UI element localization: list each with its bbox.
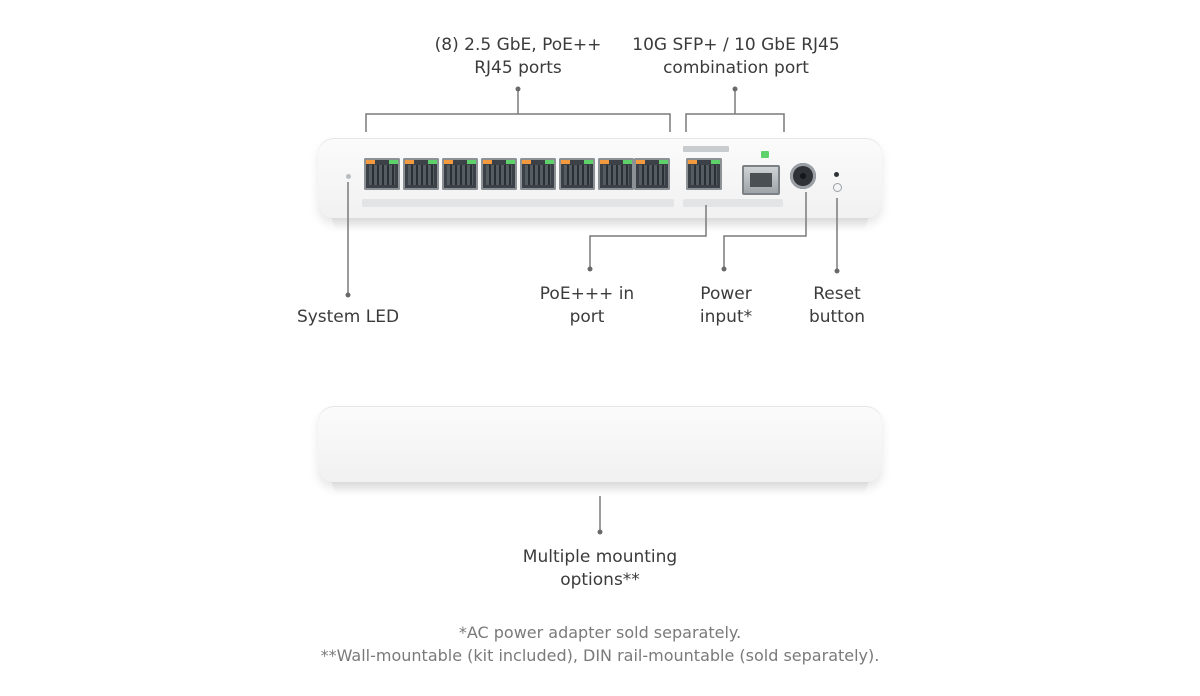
power-input-label-line1: Power [700,284,752,304]
poe-in-label-line1: PoE+++ in [539,284,635,304]
combo-port-label: 10G SFP+ / 10 GbE RJ45 combination port [618,34,854,80]
combo-rj45-port [686,158,722,190]
poe-in-label-line2: port [569,307,605,327]
reset-icon [833,183,842,192]
reset-button [834,172,839,177]
rj45-port-1 [364,158,400,190]
poe-in-label: PoE+++ in port [527,283,647,329]
reset-button-label: Reset button [797,283,877,329]
mounting-label-line1: Multiple mounting [522,547,678,567]
reset-button-label-line2: button [808,307,866,327]
mounting-label-line2: options** [560,570,640,590]
rj45-port-7 [598,158,634,190]
footnote-mounting: **Wall-mountable (kit included), DIN rai… [320,646,880,665]
rj45-port-strip [362,199,674,207]
rj45-bracket [365,113,671,132]
combo-port-label-line1: 10G SFP+ / 10 GbE RJ45 [632,35,840,55]
mounting-label: Multiple mounting options** [500,546,700,592]
rj45-ports-label-line1: (8) 2.5 GbE, PoE++ [434,35,602,55]
power-jack [790,163,816,189]
combo-port-strip [683,199,783,207]
power-input-label-line2: input* [699,307,753,327]
rj45-ports-label: (8) 2.5 GbE, PoE++ RJ45 ports [418,34,618,80]
system-led-label-line1: System LED [296,307,400,327]
footnote-ac-adapter: *AC power adapter sold separately. [458,623,742,642]
rj45-port-3 [442,158,478,190]
combo-port-header [683,146,729,152]
rj45-port-4 [481,158,517,190]
system-led-label: System LED [278,306,418,329]
combo-port-label-line2: combination port [663,58,809,78]
switch-rear-panel [318,406,882,496]
power-input-label: Power input* [686,283,766,329]
reset-button-label-line1: Reset [813,284,861,304]
system-led [346,174,351,179]
rj45-port-6 [559,158,595,190]
rj45-port-5 [520,158,556,190]
rj45-port-8 [634,158,670,190]
combo-bracket [685,113,785,132]
sfp-plus-cage [742,165,780,195]
sfp-status-led [761,151,769,158]
rj45-ports-label-line2: RJ45 ports [474,58,562,78]
rj45-port-2 [403,158,439,190]
